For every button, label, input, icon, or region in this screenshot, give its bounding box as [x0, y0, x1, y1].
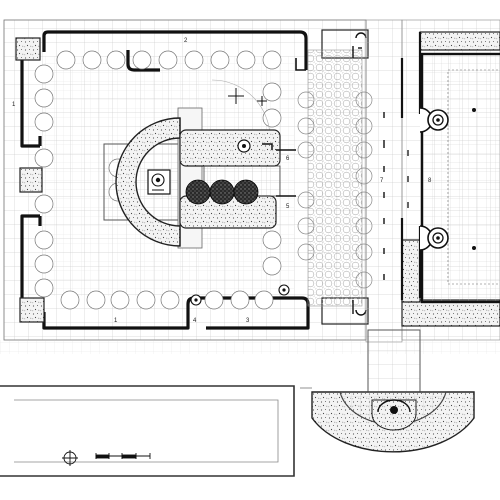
- central-walkway: [365, 19, 403, 343]
- wall-inner-top-right: [126, 50, 160, 72]
- area-label-5: 5: [286, 204, 290, 210]
- area-label-4: 4: [193, 318, 197, 324]
- area-labels: 1 2 1 4 3 5 6 7 8: [12, 38, 432, 324]
- lower-left-lawn: [0, 385, 295, 477]
- south-approach: [0, 329, 500, 453]
- area-label-8: 8: [428, 178, 432, 184]
- scale-bar: [95, 453, 151, 459]
- area-label-7: 7: [380, 178, 384, 184]
- tree-canopy-2: [209, 179, 235, 205]
- pool-basin: [420, 52, 500, 304]
- area-label-1-bottom: 1: [114, 318, 118, 324]
- arc-guide: [211, 79, 271, 141]
- east-bottom-hedge: [401, 299, 500, 327]
- wall-left-lower: [20, 214, 40, 300]
- bed-arm-top: [179, 129, 281, 167]
- semicircle-bed: [115, 117, 181, 247]
- wall-left-upper: [20, 58, 40, 148]
- central-garden: [103, 58, 306, 306]
- north-arrow-icon: [62, 450, 78, 466]
- east-pool-garden: [400, 19, 500, 341]
- planter-top-left: [15, 37, 41, 61]
- tree-canopy-1: [185, 179, 211, 205]
- area-label-1-left: 1: [12, 102, 16, 108]
- planter-mid-left: [19, 167, 43, 193]
- tree-canopy-3: [233, 179, 259, 205]
- area-label-6: 6: [286, 156, 290, 162]
- corner-planters: [15, 29, 369, 325]
- area-label-3: 3: [246, 318, 250, 324]
- main-parterre: [3, 19, 367, 341]
- planter-bottom-left: [19, 297, 45, 323]
- area-label-2-top: 2: [184, 38, 188, 44]
- east-left-hedge: [401, 239, 421, 303]
- cobble-allee: [297, 32, 373, 316]
- east-top-hedge: [419, 31, 500, 51]
- wall-top: [42, 30, 308, 70]
